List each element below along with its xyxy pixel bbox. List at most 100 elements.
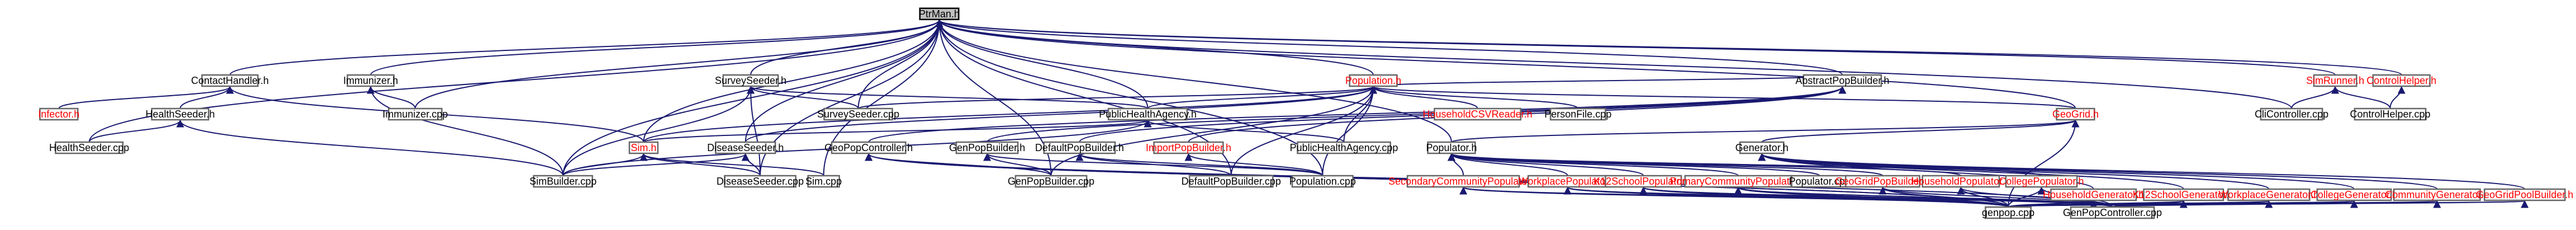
node-diseaseseedercpp[interactable]: DiseaseSeeder.cpp bbox=[717, 175, 804, 188]
edge-clicontroller-to-simrunner bbox=[2291, 86, 2340, 109]
node-label: PersonFile.cpp bbox=[1544, 109, 1611, 120]
node-box bbox=[628, 141, 659, 154]
node-ptrman[interactable]: PtrMan.h bbox=[919, 7, 960, 21]
node-label: WorkplacePopulator.h bbox=[1519, 176, 1617, 187]
node-genpopbuildercpp[interactable]: GenPopBuilder.cpp bbox=[1008, 175, 1094, 188]
node-householdpopulator[interactable]: HouseholdPopulator.h bbox=[1911, 175, 2010, 188]
node-surveyseedercpp[interactable]: SurveySeeder.cpp bbox=[817, 107, 899, 121]
node-householdcsvreader[interactable]: HouseholdCSVReader.h bbox=[1423, 107, 1533, 121]
node-box bbox=[1549, 107, 1606, 121]
node-box bbox=[2354, 107, 2427, 121]
node-box bbox=[2056, 107, 2095, 121]
node-box bbox=[1845, 175, 1920, 188]
node-simrunner[interactable]: SimRunner.h bbox=[2306, 74, 2364, 87]
node-healthseedercpp[interactable]: HealthSeeder.cpp bbox=[49, 141, 129, 154]
node-publichealthagencycpp[interactable]: PublicHealthAgency.cpp bbox=[1290, 141, 1398, 154]
edge-controlhelpercpp-to-controlhelper bbox=[2389, 86, 2406, 109]
node-label: Sim.h bbox=[630, 142, 656, 153]
node-box bbox=[2227, 188, 2311, 201]
node-diseaseseeder[interactable]: DiseaseSeeder.h bbox=[707, 141, 784, 154]
node-population[interactable]: Population.h bbox=[1345, 74, 1401, 87]
node-label: CollegeGenerator.h bbox=[2311, 189, 2398, 200]
node-healthseeder[interactable]: HealthSeeder.h bbox=[145, 107, 215, 121]
node-collegepopulator[interactable]: CollegePopulator.h bbox=[1999, 175, 2084, 188]
node-simh[interactable]: Sim.h bbox=[628, 141, 659, 154]
edge-simbuildercpp-to-simh bbox=[562, 153, 648, 176]
node-label: HouseholdGenerator.h bbox=[2043, 189, 2144, 200]
node-collegegenerator[interactable]: CollegeGenerator.h bbox=[2311, 188, 2398, 201]
node-box bbox=[1153, 141, 1224, 154]
node-box bbox=[831, 141, 907, 154]
node-populatorh[interactable]: Populator.h bbox=[1426, 141, 1477, 154]
node-controlhelpercpp[interactable]: ControlHelper.cpp bbox=[2350, 107, 2431, 121]
node-label: Infector.h bbox=[38, 109, 79, 120]
node-primarycommunitypopulator[interactable]: PrimaryCommunityPopulator.h bbox=[1670, 175, 1806, 188]
node-workplacegenerator[interactable]: WorkplaceGenerator.h bbox=[2219, 188, 2319, 201]
node-box bbox=[347, 74, 395, 87]
node-householdgenerator[interactable]: HouseholdGenerator.h bbox=[2043, 188, 2144, 201]
edge-simbuildercpp-to-healthseeder bbox=[176, 119, 564, 176]
node-defaultpopbuilder[interactable]: DefaultPopBuilder.h bbox=[1035, 141, 1124, 154]
node-clicontroller[interactable]: CliController.cpp bbox=[2255, 107, 2328, 121]
node-personfile[interactable]: PersonFile.cpp bbox=[1544, 107, 1611, 121]
node-immunizercpp[interactable]: Immunizer.cpp bbox=[382, 107, 448, 121]
node-label: DiseaseSeeder.cpp bbox=[717, 176, 804, 187]
node-simcpp[interactable]: Sim.cpp bbox=[805, 175, 842, 188]
node-infector[interactable]: Infector.h bbox=[38, 107, 79, 121]
node-box bbox=[807, 175, 840, 188]
node-geogrid[interactable]: GeoGrid.h bbox=[2052, 107, 2099, 121]
node-populationcpp[interactable]: Population.cpp bbox=[1289, 175, 1356, 188]
edge-diseaseseedercpp-to-diseaseseeder bbox=[741, 153, 761, 176]
edge-simh-to-ptrman bbox=[643, 19, 943, 143]
node-box bbox=[715, 141, 776, 154]
node-geogridpoolbuilder[interactable]: GeoGridPoolBuilder.h bbox=[2476, 188, 2573, 201]
node-label: ImportPopBuilder.h bbox=[1146, 142, 1231, 153]
edge-genpopcpp-to-geogrid bbox=[2008, 119, 2080, 208]
node-k12schoolgenerator[interactable]: K12SchoolGenerator.h bbox=[2133, 188, 2235, 201]
node-surveyseeder[interactable]: SurveySeeder.h bbox=[715, 74, 786, 87]
node-genpopbuilder[interactable]: GenPopBuilder.h bbox=[949, 141, 1025, 154]
node-publichealthagency[interactable]: PublicHealthAgency.h bbox=[1099, 107, 1197, 121]
node-generatorh[interactable]: Generator.h bbox=[1735, 141, 1789, 154]
node-box bbox=[1291, 175, 1354, 188]
node-box bbox=[2313, 74, 2357, 87]
edge-simh-to-publichealthagency bbox=[643, 119, 1151, 143]
node-box bbox=[1107, 107, 1188, 121]
node-immunizer[interactable]: Immunizer.h bbox=[343, 74, 398, 87]
edge-populationcpp-to-importpopbuilder bbox=[1184, 153, 1323, 176]
node-abstractpopbuilder[interactable]: AbstractPopBuilder.h bbox=[1795, 74, 1889, 87]
node-label: CommunityGenerator.h bbox=[2385, 189, 2489, 200]
node-geogridpopbuilder[interactable]: GeoGridPopBuilder.h bbox=[1835, 175, 1930, 188]
node-box bbox=[722, 74, 779, 87]
node-box bbox=[1043, 141, 1116, 154]
edge-diseaseseedercpp-to-simh bbox=[639, 153, 761, 176]
node-controlhelper[interactable]: ControlHelper.h bbox=[2366, 74, 2436, 87]
edge-geopopcontroller-to-abstractpopbuilder bbox=[868, 86, 1846, 143]
node-box bbox=[533, 175, 594, 188]
edge-surveyseedercpp-to-ptrman bbox=[857, 19, 943, 109]
node-simbuildercpp[interactable]: SimBuilder.cpp bbox=[529, 175, 596, 188]
edge-genpopbuilder-to-abstractpopbuilder bbox=[986, 86, 1847, 143]
node-secondarycommunitypopulator[interactable]: SecondaryCommunityPopulator.h bbox=[1388, 175, 1538, 188]
edge-personfile-to-population bbox=[1369, 86, 1579, 109]
node-genpopcontrollercpp[interactable]: GenPopController.cpp bbox=[2063, 206, 2162, 219]
node-defaultpopbuildercpp[interactable]: DefaultPopBuilder.cpp bbox=[1182, 175, 1281, 188]
edge-genpopbuildercpp-to-population bbox=[1050, 86, 1378, 176]
edge-geogrid-to-ptrman bbox=[935, 19, 2076, 109]
node-communitygenerator[interactable]: CommunityGenerator.h bbox=[2385, 188, 2489, 201]
node-contacthandler[interactable]: ContactHandler.h bbox=[191, 74, 269, 87]
node-label: SecondaryCommunityPopulator.h bbox=[1388, 176, 1538, 187]
node-populatorcpp[interactable]: Populator.cpp bbox=[1789, 175, 1851, 188]
node-genpopcpp[interactable]: genpop.cpp bbox=[1982, 206, 2034, 219]
node-k12schoolpopulator[interactable]: K12SchoolPopulator.h bbox=[1593, 175, 1693, 188]
node-box bbox=[1406, 175, 1520, 188]
node-importpopbuilder[interactable]: ImportPopBuilder.h bbox=[1146, 141, 1231, 154]
edge-publichealthagency-to-ptrman bbox=[935, 19, 1149, 109]
edge-publichealthagency-to-surveyseeder bbox=[747, 86, 1149, 109]
node-label: PublicHealthAgency.cpp bbox=[1290, 142, 1398, 153]
edge-genpopcontrollercpp-to-geogridpoolbuilder bbox=[2112, 200, 2528, 209]
edge-simbuildercpp-to-surveyseeder bbox=[562, 86, 755, 176]
node-geopopcontroller[interactable]: GeoPopController.h bbox=[824, 141, 913, 154]
node-label: GenPopBuilder.h bbox=[949, 142, 1025, 153]
